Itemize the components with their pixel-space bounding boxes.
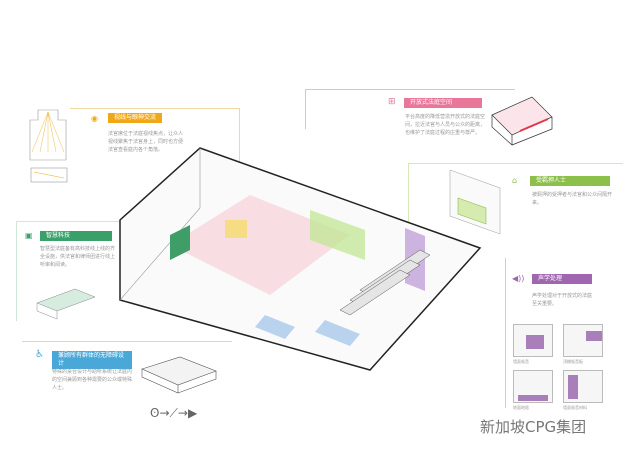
svg-text:ʘ→⟋→▶: ʘ→⟋→▶: [150, 406, 198, 420]
courtroom-isometric: [119, 147, 482, 371]
accessibility-title: 兼顾所有群体的无障碍设计: [52, 351, 132, 369]
accessibility-body: 特殊的桌台设计与助听系统让法庭内的空间兼顾到各种需要的公众或特殊人士。: [52, 369, 133, 391]
accessibility-diagram: ʘ→⟋→▶: [141, 356, 217, 420]
open-court-frame: [305, 89, 515, 90]
acoustics-frame: [505, 258, 506, 408]
acoustics-body: 声学处理对于开放式的法庭至关重要。: [532, 293, 593, 307]
open-court-title: 开放式法庭空间: [404, 98, 482, 108]
detainee-diagram: [449, 169, 501, 235]
acoustics-thumb: [563, 370, 603, 403]
open-court-body: 平台高度的降低营造开放式的法庭空间，拉近法官与人员与公众的距离，也维护了法庭过程…: [405, 114, 486, 136]
acoustics-caption: 地面地毯: [513, 405, 529, 410]
sightline-diagram: [29, 109, 68, 183]
smart-tech-title: 智慧科技: [40, 231, 112, 241]
detainee-title: 受羁押人士: [530, 176, 610, 186]
sightline-body: 法官席位于法庭视线焦点，让众人视线聚焦于法官身上，同时也方便法官查看庭内各个角落…: [108, 131, 184, 153]
building-icon: ⊞: [388, 97, 396, 107]
watermark: 新加坡CPG集团: [480, 418, 587, 436]
acoustics-title: 声学处理: [532, 274, 592, 284]
speaker-icon: ◀)): [512, 274, 525, 283]
smart-tech-frame: [16, 221, 126, 321]
detainee-frame: [408, 163, 623, 253]
sightline-title: 视线与眼神交流: [108, 113, 163, 123]
smart-tech-body: 智慧型法庭备有高科技线上线的齐全设施，供法官和律师团进行线上听审和阅读。: [40, 246, 116, 268]
monitor-icon: ▣: [25, 231, 33, 240]
open-court-frame-left: [305, 89, 306, 129]
detainee-body: 被羁押的受押者与法官和公众间隔开来。: [532, 192, 613, 206]
house-icon: ⌂: [512, 176, 518, 185]
acoustics-caption: 墙面吸音: [513, 359, 529, 364]
smart-tech-diagram: [36, 288, 96, 320]
sightline-frame: [70, 108, 240, 178]
accessibility-frame: [22, 341, 232, 342]
acoustics-thumb: [563, 324, 603, 357]
eye-icon: ◉: [91, 114, 98, 123]
acoustics-caption: 墙面吸音材料: [563, 405, 587, 410]
acoustics-caption: 顶棚吸音板: [563, 359, 583, 364]
acoustics-thumb: [513, 324, 553, 357]
wheelchair-icon: ♿: [35, 349, 44, 360]
open-court-diagram: [491, 96, 553, 146]
acoustics-thumb: [513, 370, 553, 403]
